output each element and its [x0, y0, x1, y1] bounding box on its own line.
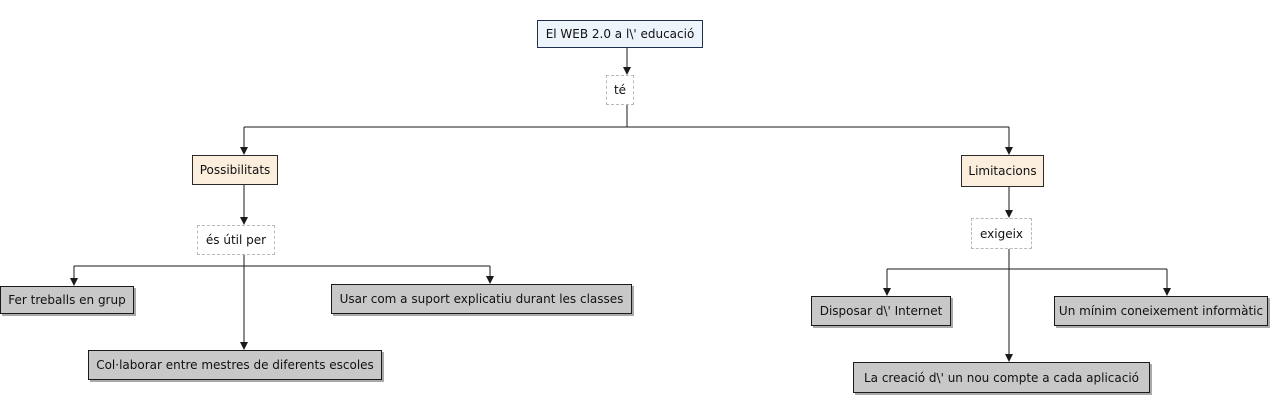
limitacions-linking-phrase[interactable]: exigeix — [971, 218, 1032, 249]
root-linking-phrase[interactable]: té — [606, 75, 634, 105]
possibilitat-collaborar-entre-mestres[interactable]: Col·laborar entre mestres de diferents e… — [88, 350, 382, 380]
possibilitats-concept-node[interactable]: Possibilitats — [192, 155, 278, 185]
root-concept-node[interactable]: El WEB 2.0 a l\' educació — [537, 20, 703, 48]
limitacio-coneixement-informatic[interactable]: Un mínim coneixement informàtic — [1054, 296, 1268, 326]
possibilitats-linking-phrase[interactable]: és útil per — [197, 225, 275, 255]
possibilitat-usar-com-a-suport[interactable]: Usar com a suport explicatiu durant les … — [331, 284, 632, 314]
possibilitat-fer-treballs-en-grup[interactable]: Fer treballs en grup — [0, 286, 134, 314]
limitacio-nou-compte[interactable]: La creació d\' un nou compte a cada apli… — [853, 362, 1150, 393]
limitacions-concept-node[interactable]: Limitacions — [961, 155, 1044, 187]
limitacio-disposar-internet[interactable]: Disposar d\' Internet — [811, 296, 951, 326]
